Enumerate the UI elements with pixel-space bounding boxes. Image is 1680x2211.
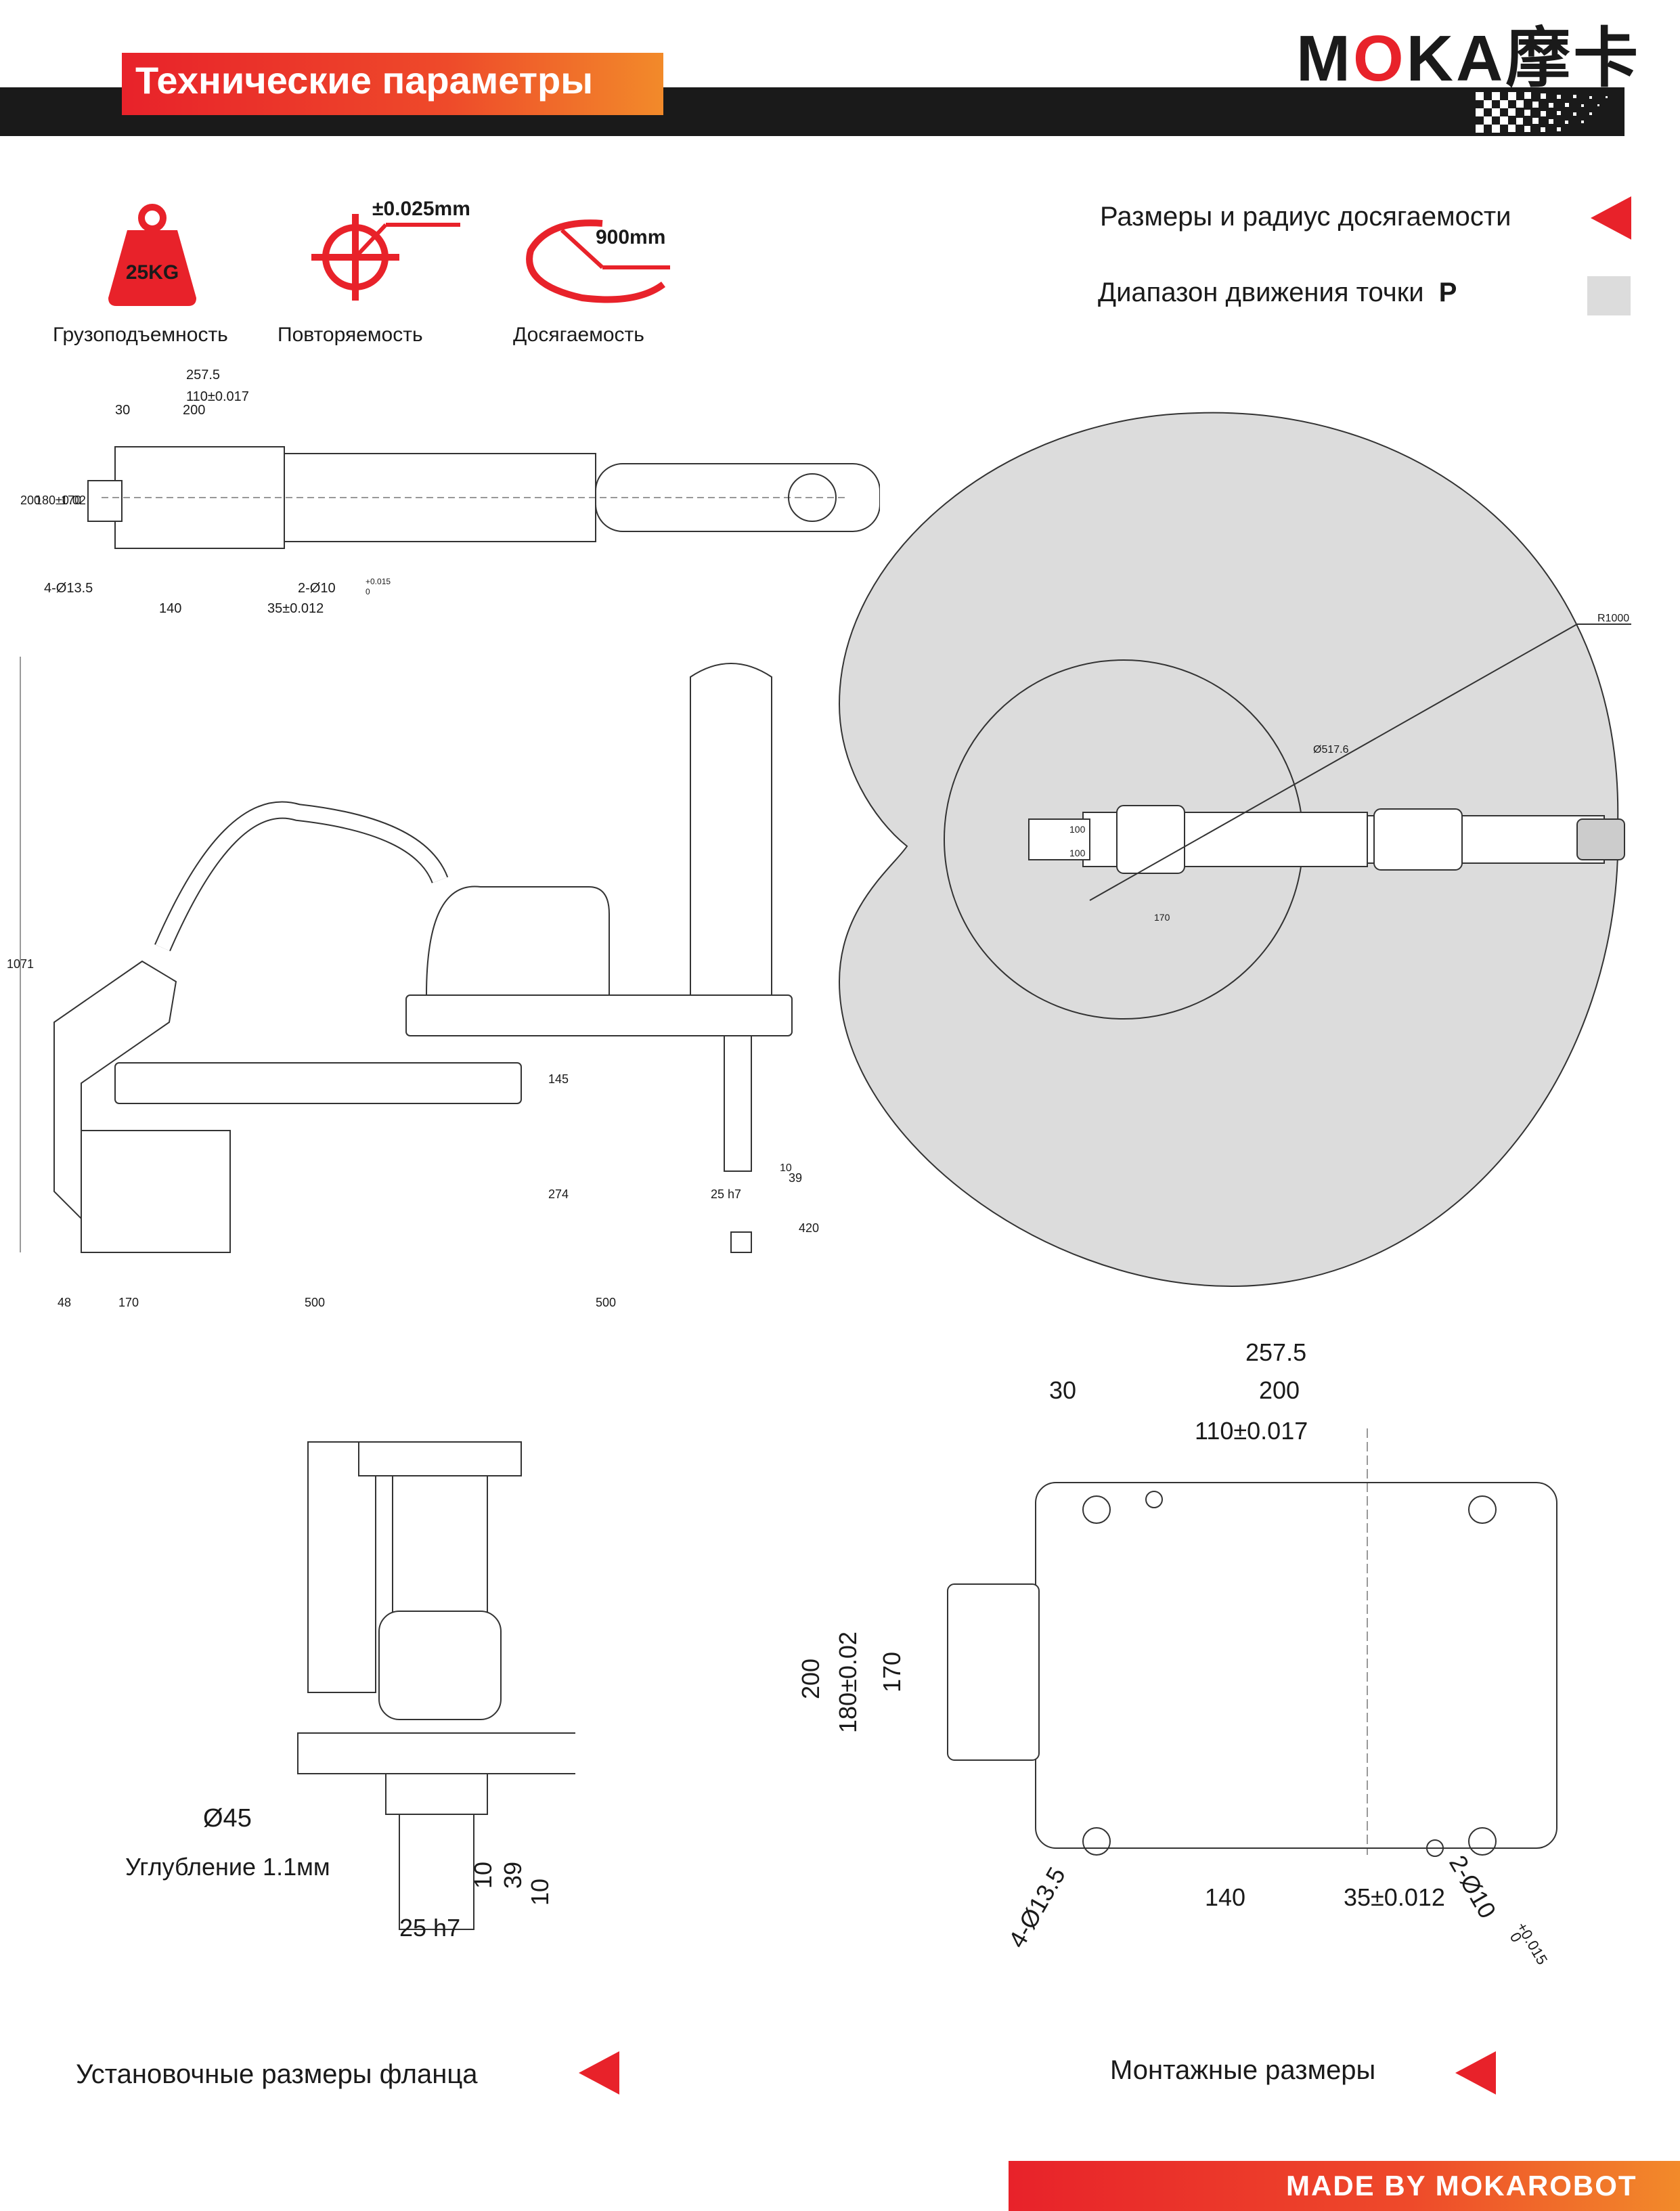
side-w170: 170 <box>118 1296 139 1309</box>
motion-point-letter: P <box>1438 278 1457 307</box>
side-w500b: 500 <box>596 1296 616 1309</box>
repeatability-value: ±0.025mm <box>372 198 470 220</box>
flange-shaft: 25 h7 <box>399 1914 460 1942</box>
mount-b35: 35±0.012 <box>1344 1883 1445 1911</box>
side-h10: 10 <box>780 1162 792 1174</box>
reach-caption: Досягаемость <box>513 324 644 346</box>
flange-drawing: Ø45 Углубление 1.1мм 10 39 10 25 h7 <box>125 1441 575 1942</box>
mount-pins: 2-Ø10 <box>1444 1851 1502 1923</box>
reach-diameter-label: Ø517.6 <box>1313 744 1349 756</box>
reach-offset-top: 100 <box>1069 824 1086 835</box>
flange-diameter: Ø45 <box>203 1804 252 1833</box>
footer-brand-text: MADE BY MOKAROBOT <box>1286 2170 1637 2202</box>
motion-range-text: Диапазон движения точки <box>1098 278 1424 307</box>
top-view-drawing: 257.5 110±0.017 30 200 200 180±0.02 170 … <box>20 368 880 616</box>
top-height-200: 200 <box>20 494 41 507</box>
dimensions-legend-label: Размеры и радиус досягаемости <box>1100 202 1511 232</box>
top-pin-tol-lo: 0 <box>366 587 370 596</box>
mount-h180: 180±0.02 <box>834 1632 862 1733</box>
logo-cjk: 摩卡 <box>1505 22 1641 95</box>
mount-w110: 110±0.017 <box>1195 1417 1308 1445</box>
mount-h170: 170 <box>878 1652 906 1692</box>
side-w48: 48 <box>58 1296 71 1309</box>
logo-o-ring: O <box>1352 22 1407 95</box>
mount-w200: 200 <box>1259 1376 1300 1404</box>
mount-holes: 4-Ø13.5 <box>1002 1862 1071 1952</box>
red-triangle-marker <box>1455 2051 1496 2095</box>
top-dim-140: 140 <box>159 601 181 616</box>
side-flange: 25 h7 <box>711 1187 741 1201</box>
reach-range-drawing: R1000 Ø517.6 100 100 170 <box>838 412 1631 1288</box>
mount-w30: 30 <box>1049 1376 1076 1404</box>
flange-recess: Углубление 1.1мм <box>125 1853 330 1881</box>
flange-v2: 39 <box>499 1862 527 1889</box>
top-pin-spacing: 110±0.017 <box>186 389 249 404</box>
side-h420: 420 <box>799 1221 819 1235</box>
top-hole-spacing: 200 <box>183 403 205 418</box>
reach-value: 900mm <box>596 226 665 248</box>
logo-ka: KA <box>1406 22 1506 95</box>
mount-tol-hi: +0.015 <box>1513 1919 1551 1967</box>
top-height-180: 180±0.02 <box>35 494 86 507</box>
reach-offset-bottom: 100 <box>1069 848 1086 858</box>
payload-caption: Грузоподъемность <box>53 324 228 346</box>
top-offset-30: 30 <box>115 403 130 418</box>
flange-caption: Установочные размеры фланца <box>76 2059 478 2089</box>
mount-h200: 200 <box>799 1659 824 1699</box>
top-overall-width: 257.5 <box>186 368 220 382</box>
red-triangle-marker <box>1591 196 1631 240</box>
top-dim-35: 35±0.012 <box>267 601 324 616</box>
top-height-170: 170 <box>61 494 81 507</box>
motion-range-swatch <box>1587 276 1631 315</box>
mount-b140: 140 <box>1205 1883 1245 1911</box>
payload-value: 25KG <box>126 261 179 284</box>
repeatability-caption: Повторяемость <box>278 324 423 346</box>
logo-m: M <box>1296 22 1353 95</box>
reach-arc-icon: 900mm <box>526 219 670 303</box>
red-triangle-marker <box>579 2051 619 2095</box>
side-h274: 274 <box>548 1187 569 1201</box>
moka-logo: MOKA摩卡 <box>1296 5 1641 100</box>
reach-base-width: 170 <box>1154 912 1170 923</box>
side-view-drawing: 1071 145 274 39 10 420 25 h7 48 170 500 … <box>7 657 819 1309</box>
flange-v1: 10 <box>469 1862 497 1889</box>
reach-radius-label: R1000 <box>1597 613 1629 624</box>
mount-width: 257.5 <box>1245 1340 1306 1366</box>
weight-icon: 25KG <box>108 204 196 306</box>
side-h145: 145 <box>548 1072 569 1086</box>
footer-bar <box>1009 2161 1680 2211</box>
checker-pattern <box>1476 92 1608 133</box>
crosshair-icon: ±0.025mm <box>311 198 470 301</box>
flange-v3: 10 <box>526 1879 554 1906</box>
side-w500a: 500 <box>305 1296 325 1309</box>
title-banner <box>122 53 663 115</box>
top-holes-label: 4-Ø13.5 <box>44 581 93 596</box>
mounting-drawing: 257.5 30 200 110±0.017 200 180±0.02 170 … <box>799 1340 1557 1967</box>
motion-range-label: Диапазон движения точки P <box>1098 278 1457 308</box>
side-total-height: 1071 <box>7 957 34 971</box>
top-pin-tol-hi: +0.015 <box>366 577 391 586</box>
page-title: Технические параметры <box>135 59 594 102</box>
side-h39: 39 <box>789 1171 802 1185</box>
mounting-caption: Монтажные размеры <box>1110 2055 1376 2085</box>
top-pins-label: 2-Ø10 <box>298 581 336 596</box>
